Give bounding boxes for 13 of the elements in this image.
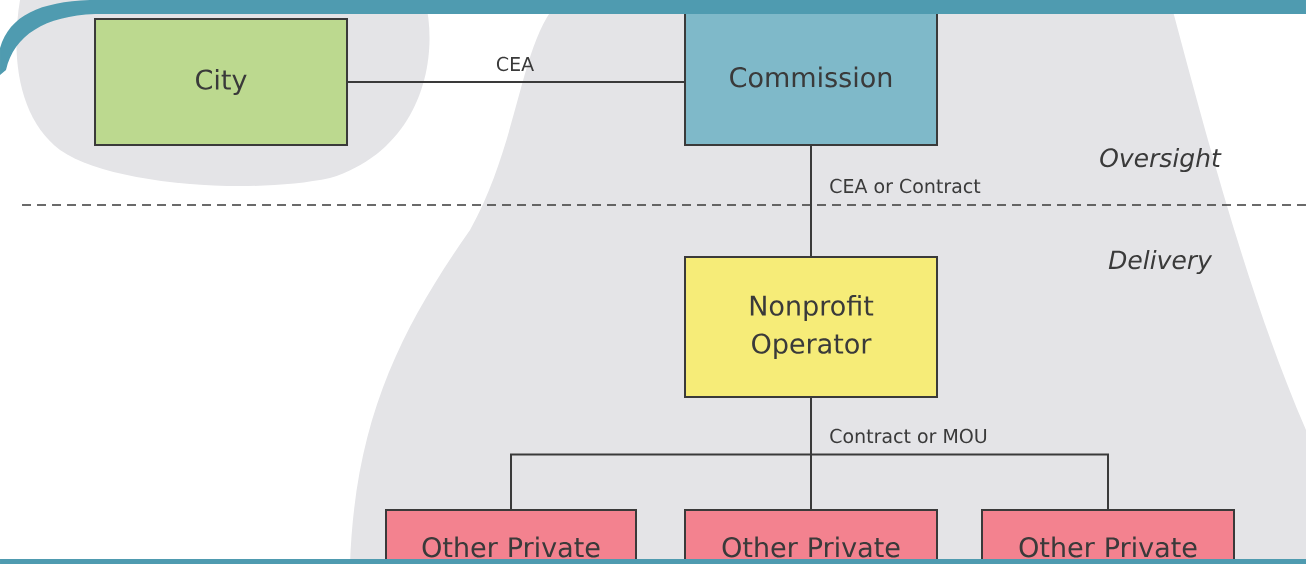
entity-box: Other Private — [684, 509, 938, 564]
entity-box: Commission — [684, 8, 938, 146]
connector-line — [347, 81, 685, 83]
section-label: Delivery — [1108, 249, 1213, 275]
section-label: Oversight — [1100, 147, 1222, 173]
edge-label: CEA — [496, 56, 534, 72]
entity-box: Nonprofit Operator — [684, 256, 938, 398]
entity-box: Other Private — [981, 509, 1235, 564]
connector-line — [810, 145, 812, 257]
edge-label: Contract or MOU — [830, 428, 987, 444]
entity-box: City — [94, 18, 348, 146]
entity-box: Other Private — [385, 509, 637, 564]
edge-label: CEA or Contract — [830, 178, 981, 194]
